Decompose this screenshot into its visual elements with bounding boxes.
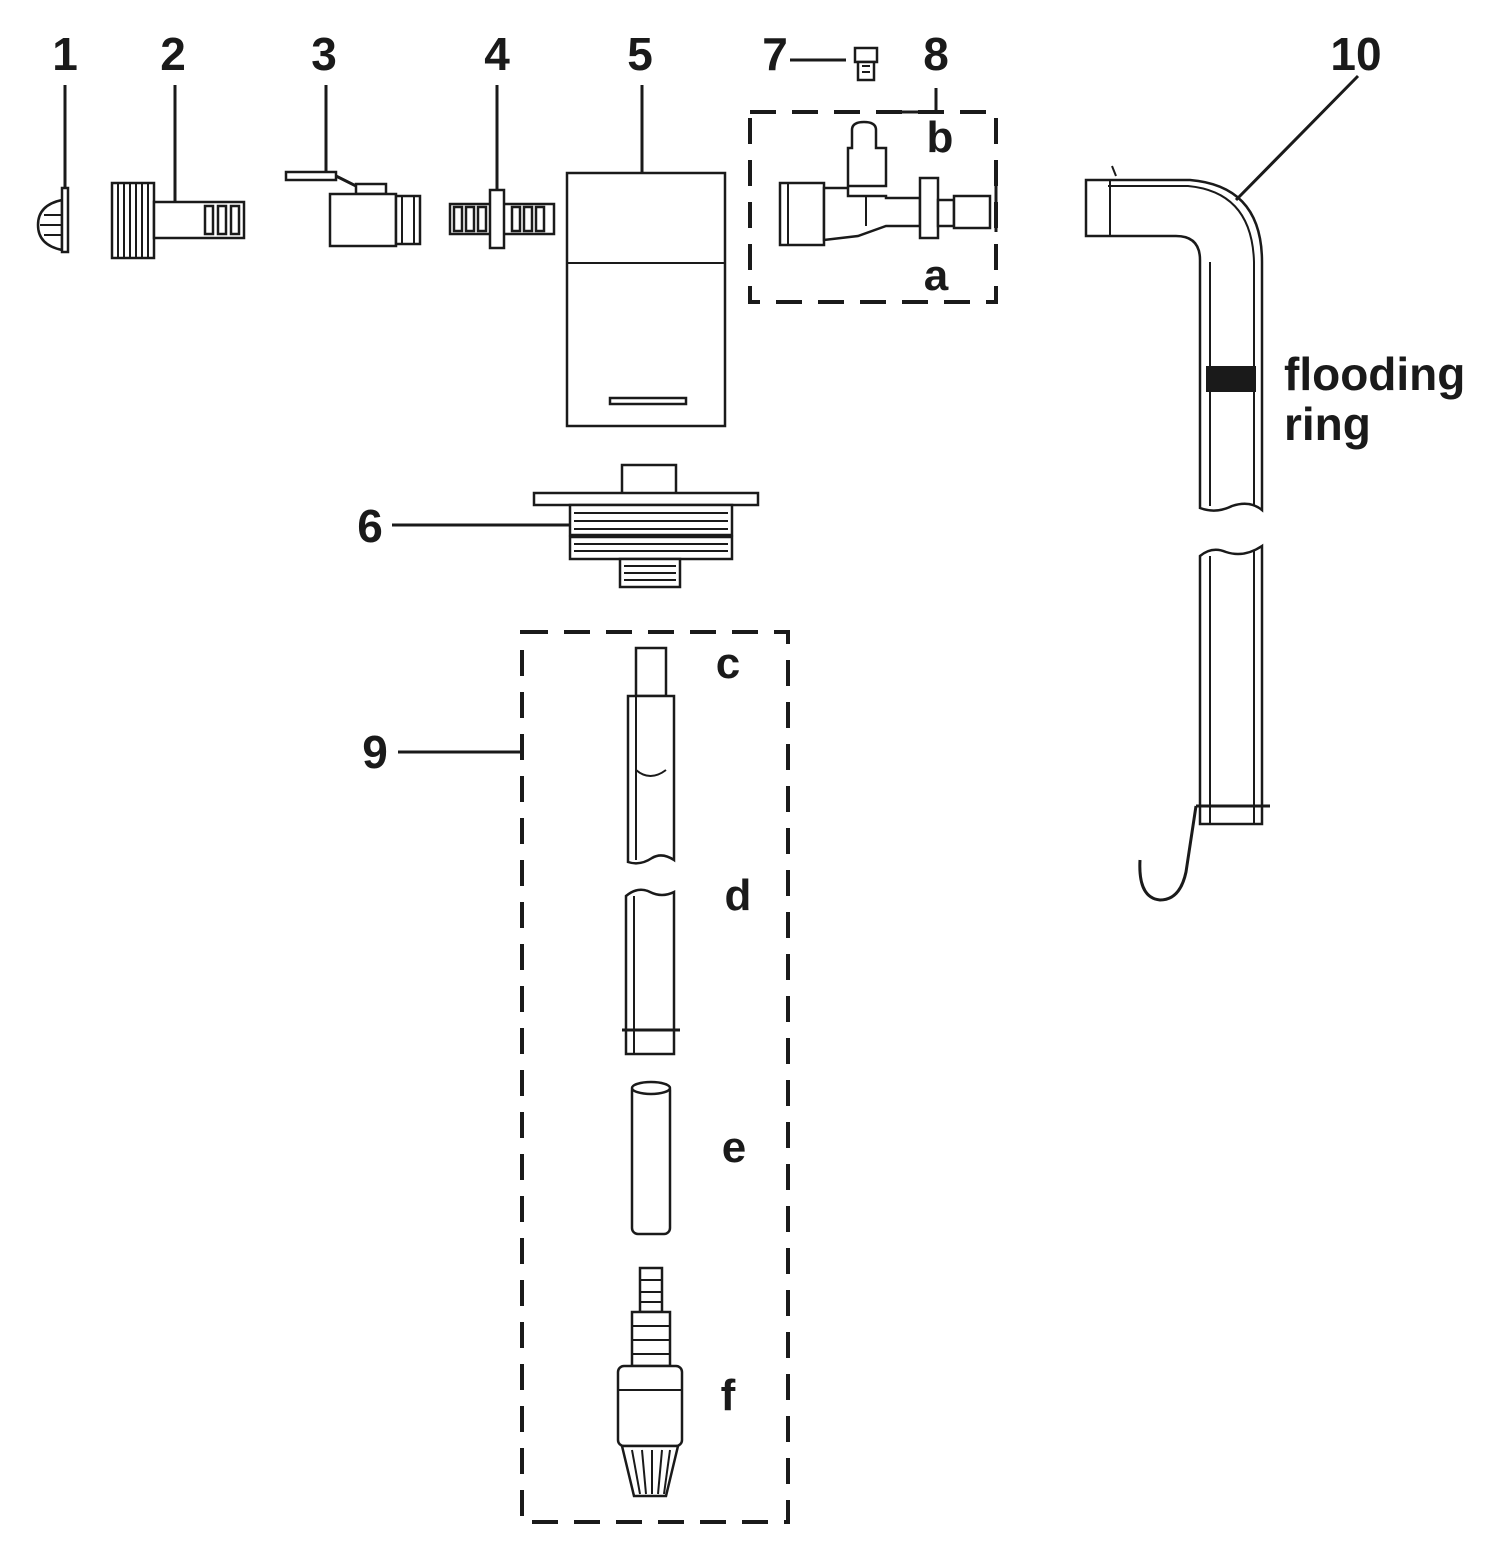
part-9-suction-lance [398,630,790,1524]
label-a: a [924,251,949,300]
part-8-tee-group [748,88,998,304]
label-b: b [927,113,954,162]
label-e: e [722,1123,746,1172]
part-6-flange [392,463,760,589]
label-c: c [716,639,740,688]
label-flooding: flooding [1284,348,1465,400]
label-7: 7 [762,28,788,80]
label-f: f [721,1371,736,1420]
label-d: d [725,871,752,920]
label-10: 10 [1330,28,1381,80]
part-1-strainer [36,85,70,254]
label-4: 4 [484,28,510,80]
label-3: 3 [311,28,337,80]
part-5-housing [565,85,727,428]
labels: 1 2 3 4 5 6 7 8 9 10 a b c d e f floodin… [52,28,1465,1420]
label-1: 1 [52,28,78,80]
label-9: 9 [362,726,388,778]
label-8: 8 [923,28,949,80]
label-6: 6 [357,500,383,552]
part-3-ball-valve [284,85,422,248]
label-ring: ring [1284,398,1371,450]
label-5: 5 [627,28,653,80]
part-7-plug [790,46,879,82]
part-2-connector [110,85,246,260]
part-4-double-nipple [448,85,556,250]
label-2: 2 [160,28,186,80]
flooding-ring-band [1206,366,1256,392]
part-10-elbow-tube [1084,74,1360,902]
